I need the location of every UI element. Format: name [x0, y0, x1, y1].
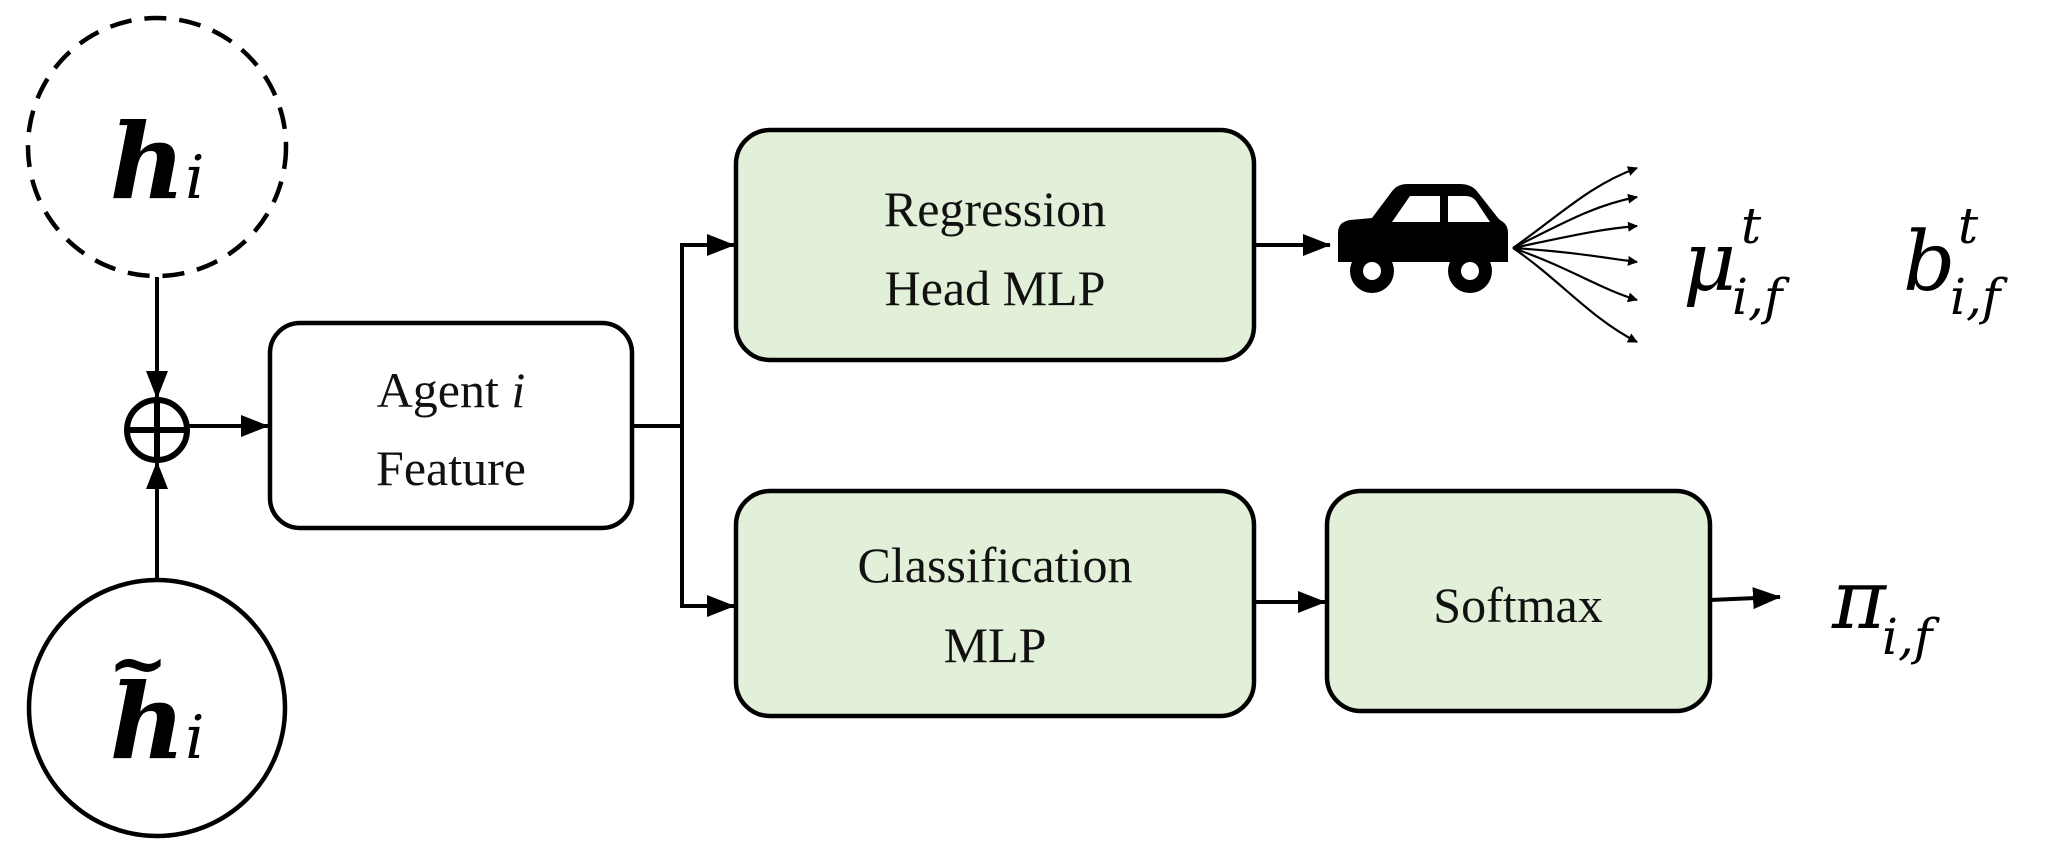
hidden-state-circle: [25, 15, 289, 279]
tilde-hidden-state-node: ~ hi: [26, 577, 288, 839]
mu-subscript: i,f: [1732, 268, 1790, 326]
arrow-softmax-to-pi: [1709, 587, 1781, 610]
b-subscript: i,f: [1950, 268, 2008, 326]
agent-feature-block: Agent i Feature: [267, 320, 635, 531]
mu-output: μ: [1683, 215, 1736, 310]
b-superscript: t: [1958, 197, 1979, 255]
softmax-label: Softmax: [1433, 577, 1602, 633]
regression-line1: Regression: [884, 181, 1106, 237]
tilde-accent: ~: [108, 620, 168, 705]
regression-head-block: Regression Head MLP: [733, 127, 1257, 363]
hidden-state-node: hi: [25, 15, 289, 279]
oplus-icon: [124, 397, 190, 463]
pi-output: π: [1831, 553, 1888, 648]
regression-line2: Head MLP: [885, 260, 1106, 316]
car-icon: [1338, 184, 1508, 293]
agent-feature-line1: Agent i: [377, 362, 526, 418]
hidden-state-label: hi: [110, 100, 205, 223]
classification-line2: MLP: [944, 617, 1047, 673]
softmax-block: Softmax: [1324, 488, 1713, 714]
classification-line1: Classification: [858, 537, 1133, 593]
trajectory-fan-icon: [1512, 166, 1638, 343]
b-output: b: [1903, 215, 1956, 310]
pi-subscript: i,f: [1882, 608, 1940, 666]
mu-superscript: t: [1741, 197, 1762, 255]
classification-block: Classification MLP: [733, 488, 1257, 719]
tilde-hidden-state-label: hi: [110, 660, 205, 783]
agent-feature-line2: Feature: [376, 440, 526, 496]
